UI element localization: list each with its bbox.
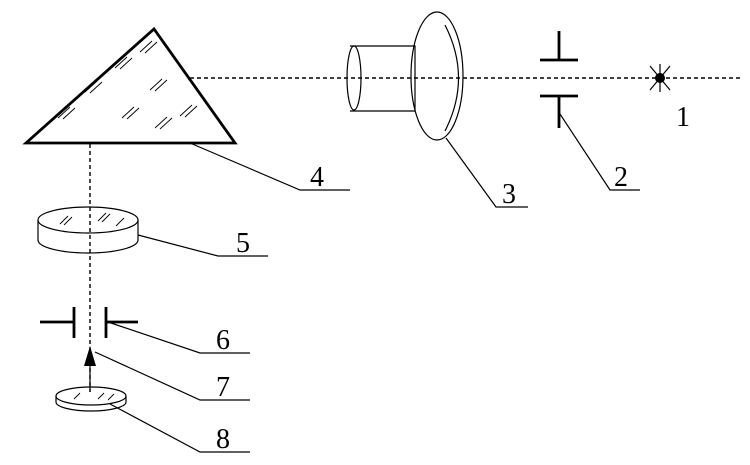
object-arrow bbox=[84, 346, 96, 392]
glass-plate bbox=[37, 206, 139, 254]
label-4: 4 bbox=[310, 162, 324, 193]
label-6: 6 bbox=[216, 325, 230, 356]
slit-diaphragm bbox=[540, 31, 578, 128]
leader-lines bbox=[94, 113, 640, 453]
label-7: 7 bbox=[216, 372, 230, 403]
label-1: 1 bbox=[676, 102, 690, 133]
label-2: 2 bbox=[614, 162, 628, 193]
label-5: 5 bbox=[236, 228, 250, 259]
objective-lens bbox=[346, 11, 464, 141]
field-diaphragm bbox=[40, 307, 138, 338]
specimen-stage bbox=[55, 386, 127, 412]
prism bbox=[22, 26, 238, 145]
label-8: 8 bbox=[216, 424, 230, 455]
light-source bbox=[649, 64, 671, 92]
label-3: 3 bbox=[502, 179, 516, 210]
